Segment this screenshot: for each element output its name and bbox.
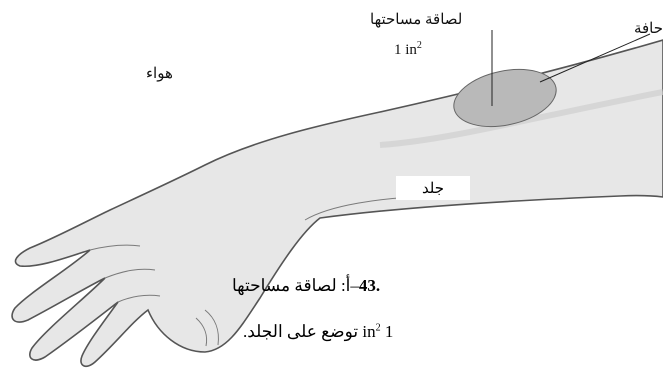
caption-line-2: 1 in2 توضع على الجلد. — [243, 322, 393, 342]
arm-shape — [12, 40, 663, 366]
skin-label-box: جلد — [396, 176, 470, 200]
caption-separator: –أ: — [341, 276, 359, 295]
patch-area-exponent: 2 — [417, 40, 422, 51]
caption-text-2: توضع على الجلد. — [243, 322, 362, 341]
edge-label: حافة — [634, 19, 663, 38]
air-label: هواء — [146, 64, 173, 83]
caption-line-1: .43–أ: لصاقة مساحتها — [232, 276, 380, 296]
caption-number: .43 — [359, 276, 380, 295]
patch-label: لصاقة مساحتها — [370, 10, 462, 29]
patch-area-value: 1 in — [394, 42, 417, 58]
skin-label: جلد — [422, 179, 444, 198]
patch-area-label: 1 in2 — [394, 40, 422, 59]
caption-text-1: لصاقة مساحتها — [232, 276, 341, 295]
